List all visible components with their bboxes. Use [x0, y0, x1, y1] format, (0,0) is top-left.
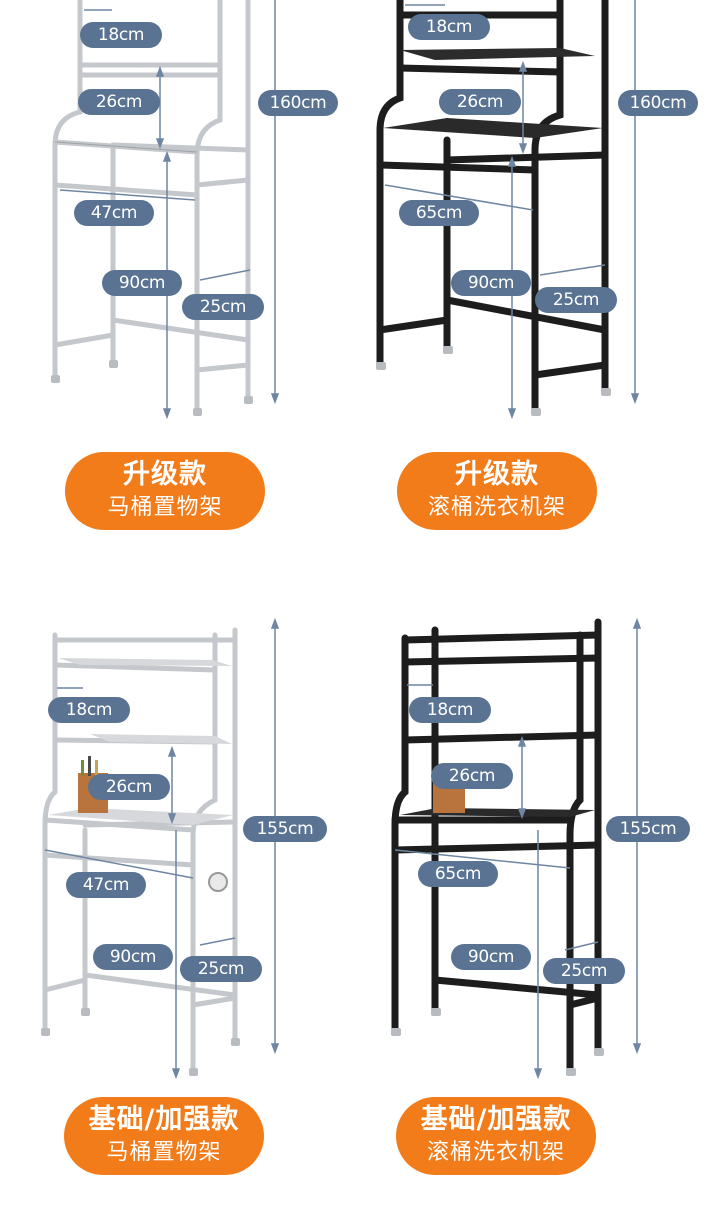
dim-label-shelf-gap: 26cm: [431, 763, 513, 789]
dim-label-height: 155cm: [606, 816, 690, 842]
dim-label-width: 47cm: [74, 200, 154, 226]
product-panel-basic-washer-rack: 18cm 26cm 155cm 65cm 90cm 25cm 基础/加强款 滚桶…: [355, 610, 710, 1220]
badge-subtitle: 滚桶洗衣机架: [427, 495, 566, 520]
dim-label-width: 47cm: [66, 872, 146, 898]
dim-label-top-gap: 18cm: [48, 697, 130, 723]
badge-title: 升级款: [455, 459, 539, 490]
dim-label-base-height: 90cm: [93, 944, 173, 970]
dim-label-height: 160cm: [258, 90, 338, 116]
product-badge: 升级款 马桶置物架: [65, 452, 265, 530]
product-badge: 升级款 滚桶洗衣机架: [397, 452, 597, 530]
badge-subtitle: 滚桶洗衣机架: [426, 1140, 565, 1165]
shelf-illustration-silver: [41, 617, 280, 1080]
badge-title: 升级款: [123, 459, 207, 490]
dim-label-base-height: 90cm: [451, 270, 531, 296]
product-panel-upgrade-washer-rack: 18cm 26cm 160cm 65cm 90cm 25cm 升级款 滚桶洗衣机…: [355, 0, 710, 610]
dim-label-depth: 25cm: [535, 287, 617, 313]
dim-label-top-gap: 18cm: [80, 22, 162, 48]
dim-label-depth: 25cm: [182, 294, 264, 320]
badge-subtitle: 马桶置物架: [106, 1140, 222, 1165]
dim-label-width: 65cm: [418, 861, 498, 887]
badge-title: 基础/加强款: [88, 1104, 240, 1135]
product-badge: 基础/加强款 滚桶洗衣机架: [396, 1097, 596, 1175]
dim-label-shelf-gap: 26cm: [88, 774, 170, 800]
dim-label-shelf-gap: 26cm: [78, 89, 160, 115]
dim-label-top-gap: 18cm: [409, 697, 491, 723]
badge-title: 基础/加强款: [420, 1104, 572, 1135]
shelf-illustration-silver: [51, 0, 280, 420]
dim-label-height: 155cm: [243, 816, 327, 842]
dim-label-base-height: 90cm: [102, 270, 182, 296]
dim-label-shelf-gap: 26cm: [439, 89, 521, 115]
dim-label-depth: 25cm: [543, 958, 625, 984]
dim-label-base-height: 90cm: [451, 944, 531, 970]
product-badge: 基础/加强款 马桶置物架: [64, 1097, 264, 1175]
dim-label-top-gap: 18cm: [408, 14, 490, 40]
dim-label-width: 65cm: [399, 200, 479, 226]
dim-label-height: 160cm: [618, 90, 698, 116]
dim-label-depth: 25cm: [180, 956, 262, 982]
product-panel-basic-toilet-rack: 18cm 26cm 155cm 47cm 90cm 25cm 基础/加强款 马桶…: [0, 610, 355, 1220]
product-panel-upgrade-toilet-rack: 18cm 26cm 160cm 47cm 90cm 25cm 升级款 马桶置物架: [0, 0, 355, 610]
badge-subtitle: 马桶置物架: [107, 495, 223, 520]
